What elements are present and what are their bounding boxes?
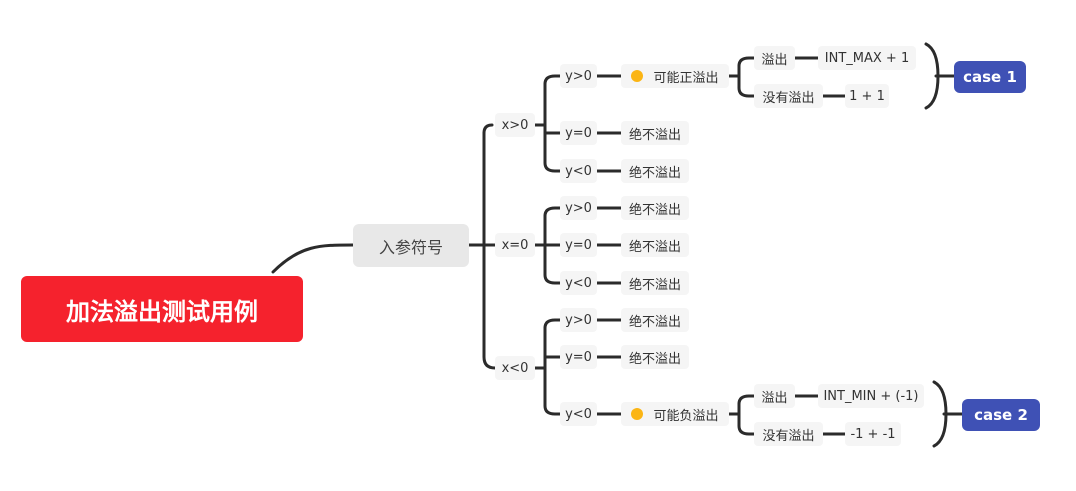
no-overflow-node[interactable]: 没有溢出	[754, 422, 823, 446]
y-negative-node[interactable]: y<0	[560, 159, 597, 183]
y-zero-node[interactable]: y=0	[560, 345, 597, 369]
never-overflow-node[interactable]: 绝不溢出	[621, 121, 689, 145]
possible-negative-overflow-node[interactable]: 可能负溢出	[621, 402, 729, 426]
y-positive-node[interactable]: y>0	[560, 64, 597, 88]
never-overflow-node[interactable]: 绝不溢出	[621, 159, 689, 183]
possible-positive-overflow-label: 可能正溢出	[653, 70, 719, 86]
int-max-plus-one-node[interactable]: INT_MAX + 1	[818, 46, 916, 70]
one-plus-one-node[interactable]: 1 + 1	[845, 84, 889, 108]
case-1-label[interactable]: case 1	[954, 61, 1026, 93]
no-overflow-node[interactable]: 没有溢出	[754, 84, 823, 108]
y-zero-node[interactable]: y=0	[560, 233, 597, 257]
overflow-node[interactable]: 溢出	[754, 384, 795, 408]
x-zero-node[interactable]: x=0	[495, 233, 535, 257]
never-overflow-node[interactable]: 绝不溢出	[621, 271, 689, 295]
root-topic[interactable]: 加法溢出测试用例	[21, 276, 303, 342]
possible-positive-overflow-node[interactable]: 可能正溢出	[621, 64, 729, 88]
warning-dot-icon	[631, 70, 644, 82]
never-overflow-node[interactable]: 绝不溢出	[621, 233, 689, 257]
overflow-node[interactable]: 溢出	[754, 46, 795, 70]
never-overflow-node[interactable]: 绝不溢出	[621, 345, 689, 369]
never-overflow-node[interactable]: 绝不溢出	[621, 196, 689, 220]
param-sign-node[interactable]: 入参符号	[353, 224, 469, 267]
y-negative-node[interactable]: y<0	[560, 402, 597, 426]
warning-dot-icon	[631, 408, 644, 420]
minus-one-plus-minus-one-node[interactable]: -1 + -1	[845, 422, 901, 446]
y-zero-node[interactable]: y=0	[560, 121, 597, 145]
int-min-minus-one-node[interactable]: INT_MIN + (-1)	[818, 384, 924, 408]
x-negative-node[interactable]: x<0	[495, 356, 535, 380]
y-negative-node[interactable]: y<0	[560, 271, 597, 295]
y-positive-node[interactable]: y>0	[560, 196, 597, 220]
y-positive-node[interactable]: y>0	[560, 308, 597, 332]
x-positive-node[interactable]: x>0	[495, 113, 535, 137]
case-2-label[interactable]: case 2	[962, 399, 1040, 431]
possible-negative-overflow-label: 可能负溢出	[653, 408, 719, 424]
never-overflow-node[interactable]: 绝不溢出	[621, 308, 689, 332]
